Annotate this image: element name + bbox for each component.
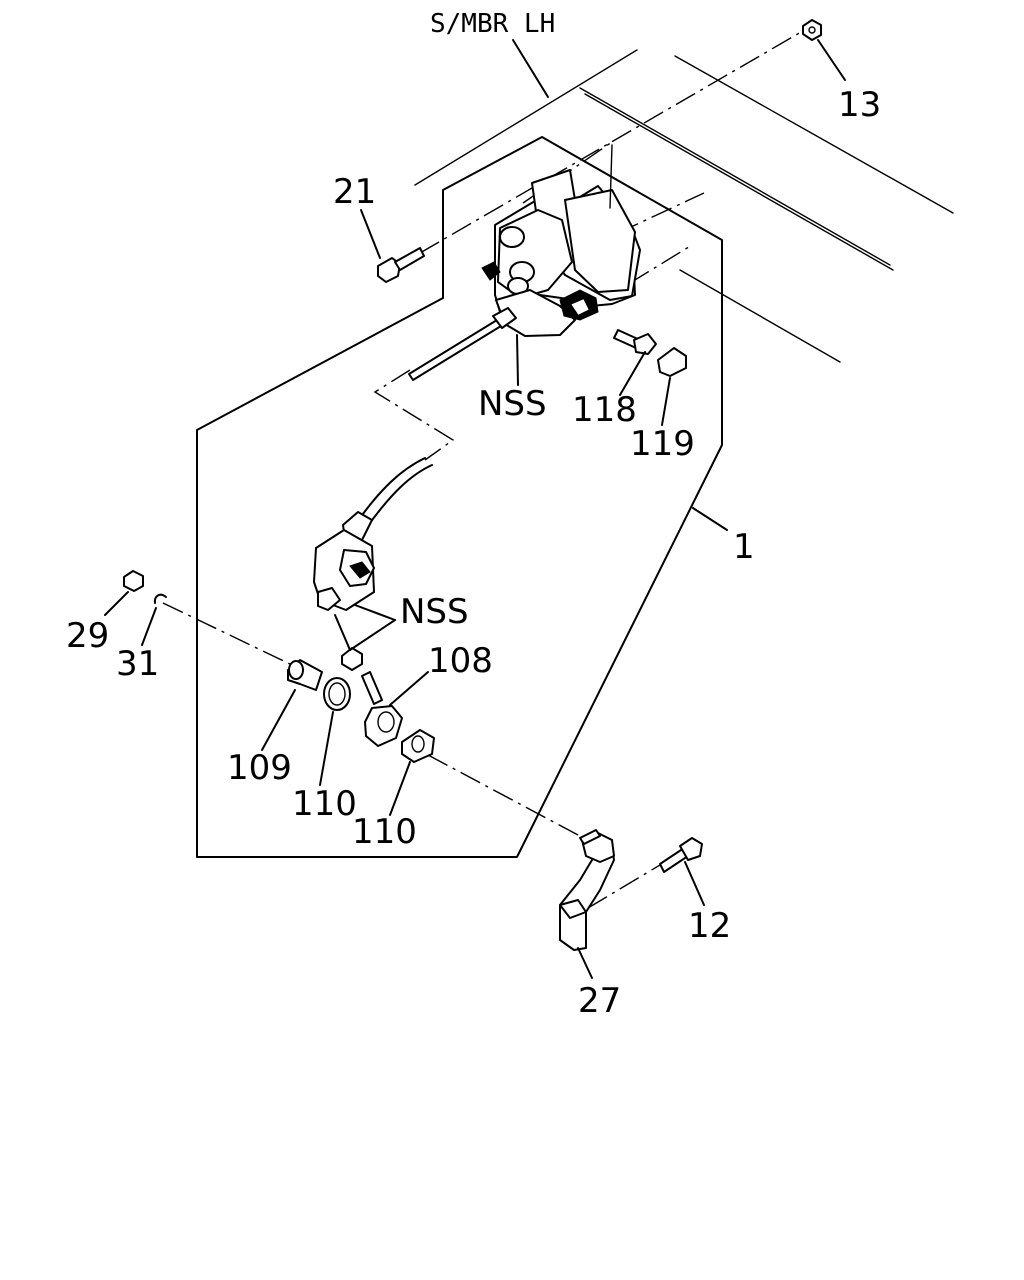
- callout-21: 21: [333, 172, 376, 212]
- bolt-118: [613, 329, 657, 355]
- callout-leader-109: [261, 689, 296, 751]
- bushing-110-left: [323, 677, 351, 711]
- callout-119: 119: [630, 424, 695, 464]
- callout-leader-29: [104, 591, 129, 616]
- callout-110-left: 110: [292, 784, 357, 824]
- callout-31: 31: [116, 644, 159, 684]
- callout-110-right: 110: [352, 812, 417, 852]
- nut-13-hex-nut: [802, 19, 822, 41]
- nut-nss-hex: [341, 647, 363, 671]
- sensor-link: [313, 457, 433, 611]
- bracket-27: [559, 829, 615, 951]
- reference-lines: [162, 27, 809, 909]
- smbr-leader-line: [512, 39, 549, 98]
- callout-leader-110-left: [319, 711, 334, 786]
- callout-leader-27: [577, 947, 593, 979]
- control-rod: [408, 307, 517, 381]
- pin-109: [287, 659, 323, 691]
- callout-leader-nss-upper: [516, 334, 519, 386]
- callout-leader-110-right: [389, 761, 411, 816]
- callout-1: 1: [733, 527, 755, 567]
- callout-leader-21: [360, 209, 381, 259]
- callout-29: 29: [66, 616, 109, 656]
- callout-leader-31: [141, 607, 157, 646]
- bushing-110-right: [401, 729, 435, 763]
- callout-27: 27: [578, 981, 621, 1021]
- callout-leader-108: [389, 671, 429, 706]
- callout-12: 12: [688, 906, 731, 946]
- callout-leader-nss-lower: [334, 604, 396, 651]
- callout-leader-13: [817, 39, 846, 81]
- link-108: [361, 671, 403, 747]
- side-member-frame: [414, 49, 954, 363]
- smbr-lh-label: S/MBR LH: [430, 9, 555, 39]
- callout-108: 108: [428, 641, 493, 681]
- callout-leader-118: [619, 351, 646, 396]
- callout-118: 118: [572, 390, 637, 430]
- nut-29: [123, 570, 144, 592]
- clip-31: [153, 593, 167, 604]
- bolt-21-flange-bolt: [377, 247, 425, 283]
- callout-109: 109: [227, 748, 292, 788]
- bolt-12-flange-bolt: [659, 837, 703, 873]
- assembly-boundary-outline: [196, 136, 723, 858]
- callout-leader-119: [661, 377, 671, 426]
- cap-119: [657, 347, 687, 377]
- callout-13: 13: [838, 85, 881, 125]
- callout-leader-12: [684, 861, 705, 906]
- nss-label-upper: NSS: [478, 384, 547, 424]
- actuator-body: [481, 144, 641, 337]
- nss-label-lower: NSS: [400, 592, 469, 632]
- callout-leader-1: [692, 507, 728, 531]
